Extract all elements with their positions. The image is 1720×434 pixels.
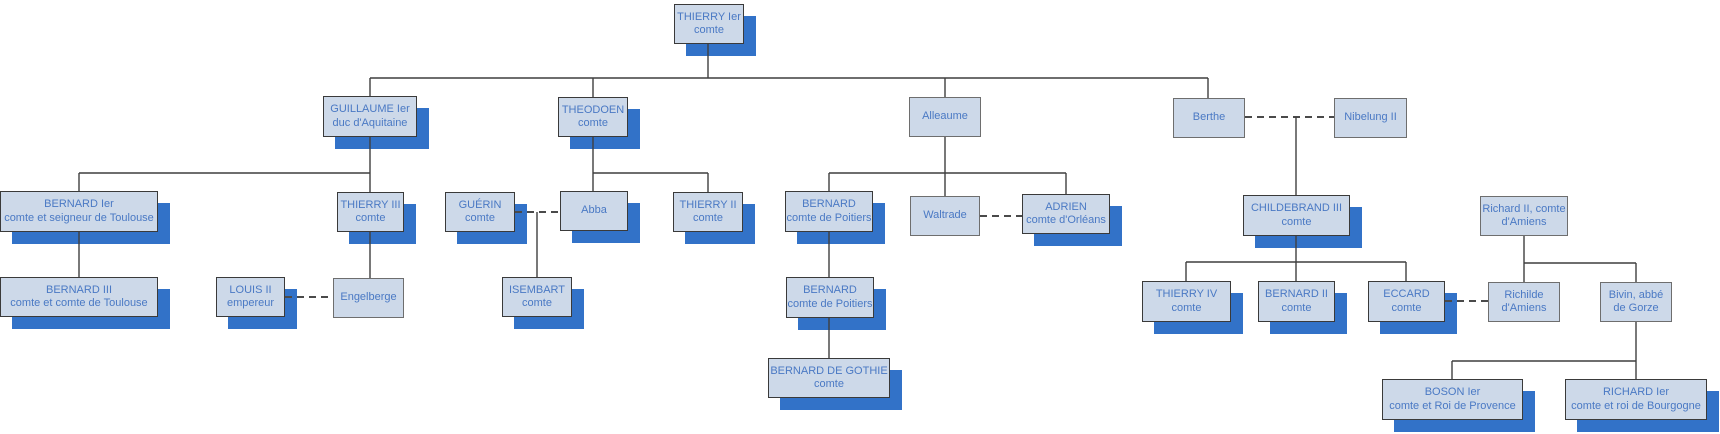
tree-node-bivin-line-2: de Gorze <box>1613 302 1659 314</box>
tree-node-richilde-line-1: Richilde <box>1504 288 1544 301</box>
tree-node-louis-2-line-1: LOUIS II <box>229 283 272 296</box>
tree-node-bernard-1-line-2: comte et seigneur de Toulouse <box>4 211 154 224</box>
tree-node-boson-1-line-1: BOSON Ier <box>1424 386 1481 398</box>
tree-node-theodoen-line-2: comte <box>578 117 608 129</box>
tree-node-bernard-de-gothie-line-2: comte <box>814 378 844 390</box>
tree-node-nibelung-2-line-1: Nibelung II <box>1344 111 1397 124</box>
tree-node-guillaume-1-line-2: duc d'Aquitaine <box>332 116 408 129</box>
tree-node-thierry-3-line-1: THIERRY III <box>340 198 401 211</box>
tree-node-richard-1-line-2: comte et roi de Bourgogne <box>1571 399 1701 412</box>
tree-node-abba-line-1: Abba <box>581 204 607 217</box>
tree-node-thierry-1-line-2: comte <box>694 24 724 36</box>
tree-node-guillaume-1-line-1: GUILLAUME Ier <box>330 103 410 115</box>
tree-node-childebrand-3-line-2: comte <box>1281 215 1312 228</box>
tree-node-louis-2-line-2: empereur <box>226 297 275 309</box>
tree-node-berthe[interactable]: Berthe <box>1173 98 1245 138</box>
tree-node-engelberge[interactable]: Engelberge <box>333 278 404 318</box>
tree-node-richard-2-amiens-line-2: d'Amiens <box>1501 216 1547 228</box>
tree-node-thierry-2-line-2: comte <box>693 212 723 224</box>
tree-node-richard-2-amiens-line-1: Richard II, comte <box>1482 202 1566 215</box>
tree-node-adrien-line-2: comte d'Orléans <box>1026 214 1106 226</box>
tree-node-guerin-line-1: GUÉRIN <box>458 198 502 211</box>
tree-node-thierry-4-line-2: comte <box>1171 301 1202 314</box>
tree-node-alleaume-line-1: Alleaume <box>922 110 968 123</box>
tree-node-thierry-4-line-1: THIERRY IV <box>1155 288 1218 300</box>
tree-node-waltrade-line-1: Waltrade <box>923 209 967 222</box>
tree-node-bernard-2-line-1: BERNARD II <box>1265 288 1328 300</box>
tree-node-bernard-poitiers-2-line-2: comte de Poitiers <box>787 297 873 310</box>
tree-node-childebrand-3-line-1: CHILDEBRAND III <box>1250 202 1343 214</box>
tree-node-bernard-poitiers-2-line-1: BERNARD <box>803 284 857 296</box>
tree-node-isembart-line-1: ISEMBART <box>508 283 566 296</box>
tree-node-thierry-1-line-1: THIERRY Ier <box>677 10 741 23</box>
tree-node-boson-1-line-2: comte et Roi de Provence <box>1389 399 1516 412</box>
tree-node-bernard-poitiers-1-line-1: BERNARD <box>802 198 856 210</box>
tree-node-richard-1-line-1: RICHARD Ier <box>1602 386 1669 398</box>
tree-node-berthe-line-1: Berthe <box>1192 111 1226 124</box>
tree-node-thierry-2-line-1: THIERRY II <box>679 198 737 211</box>
tree-node-bernard-3-line-1: BERNARD III <box>45 283 112 296</box>
tree-node-bernard-de-gothie-line-1: BERNARD DE GOTHIE <box>770 364 888 377</box>
tree-node-bernard-3-line-2: comte et comte de Toulouse <box>10 297 148 309</box>
tree-node-bivin-line-1: Bivin, abbé <box>1608 288 1664 301</box>
tree-node-adrien-line-1: ADRIEN <box>1045 200 1087 213</box>
tree-node-abba[interactable]: Abba <box>560 191 628 231</box>
tree-node-guerin-line-2: comte <box>465 212 495 224</box>
tree-node-alleaume[interactable]: Alleaume <box>909 97 981 137</box>
tree-node-waltrade[interactable]: Waltrade <box>910 196 980 236</box>
tree-node-eccard-line-2: comte <box>1391 301 1422 314</box>
tree-node-isembart-line-2: comte <box>522 297 552 309</box>
tree-node-engelberge-line-1: Engelberge <box>340 291 397 304</box>
tree-node-bernard-1-line-1: BERNARD Ier <box>44 198 114 210</box>
tree-node-eccard-line-1: ECCARD <box>1383 288 1430 300</box>
tree-node-thierry-3-line-2: comte <box>355 212 386 224</box>
tree-node-theodoen-line-1: THEODOEN <box>561 103 625 116</box>
tree-node-bernard-poitiers-1-line-2: comte de Poitiers <box>786 211 872 224</box>
tree-node-nibelung-2[interactable]: Nibelung II <box>1334 98 1407 138</box>
tree-node-richilde-line-2: d'Amiens <box>1501 302 1547 314</box>
tree-node-bernard-2-line-2: comte <box>1281 301 1312 314</box>
